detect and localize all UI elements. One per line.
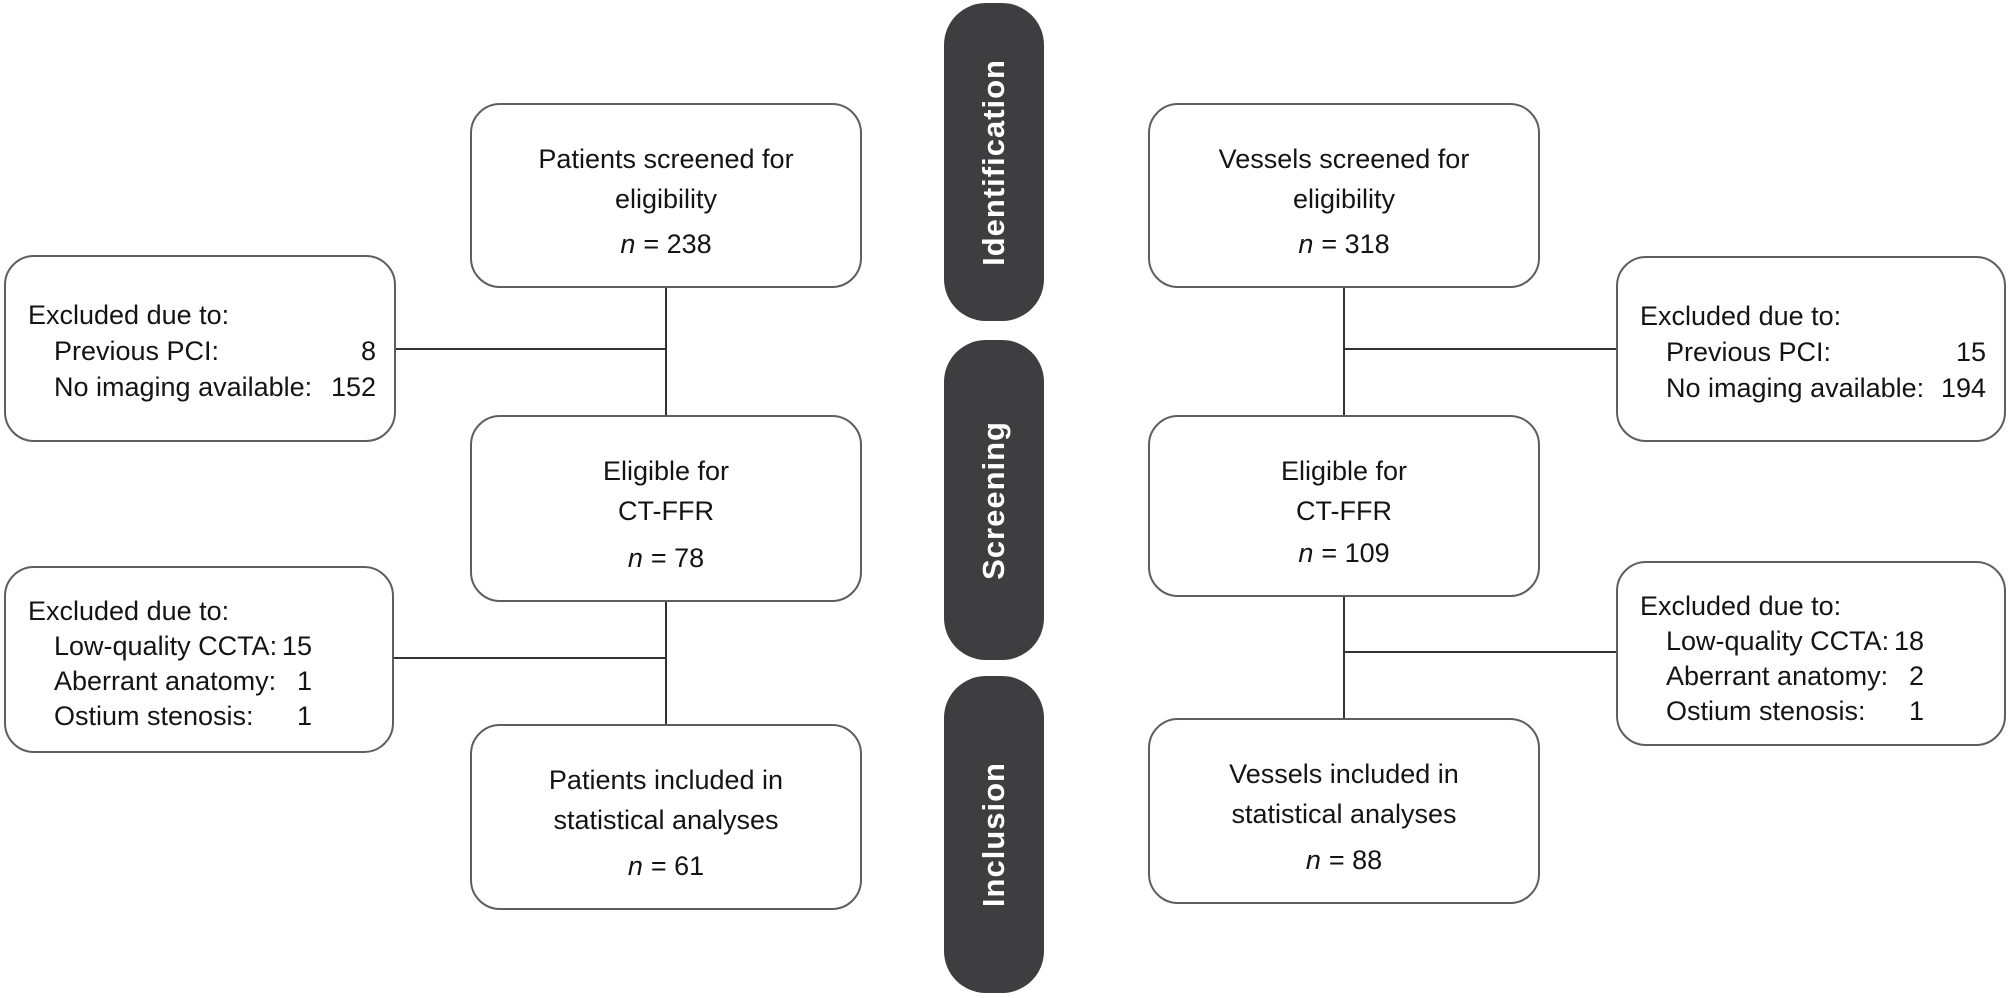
exclusion-item: Previous PCI: 15 xyxy=(1640,334,1986,370)
n-value: = 238 xyxy=(643,229,712,259)
vessels-included-box: Vessels included in statistical analyses… xyxy=(1148,718,1540,904)
exclusion-item: Previous PCI: 8 xyxy=(28,333,376,369)
n-symbol: n xyxy=(627,543,643,573)
vessels-eligible-label-line2: CT-FFR xyxy=(1296,496,1392,526)
vessels-screened-box: Vessels screened for eligibility n= 318 xyxy=(1148,103,1540,288)
patients-screened-count: n= 238 xyxy=(620,224,711,264)
connector-vessels-excluded1 xyxy=(1343,348,1618,350)
vessels-included-label-line1: Vessels included in xyxy=(1229,759,1459,789)
patients-excluded2-box: Excluded due to: Low-quality CCTA: 15 Ab… xyxy=(4,566,394,753)
exclusion-item-value: 1 xyxy=(296,701,312,731)
n-value: = 318 xyxy=(1321,229,1390,259)
patients-included-box: Patients included in statistical analyse… xyxy=(470,724,862,910)
vessels-excluded1-box: Excluded due to: Previous PCI: 15 No ima… xyxy=(1616,256,2006,442)
exclusion-item-value: 15 xyxy=(1955,337,1986,367)
vessels-eligible-label-line1: Eligible for xyxy=(1280,456,1408,486)
patients-eligible-box: Eligible for CT-FFR n= 78 xyxy=(470,415,862,602)
exclusion-item: Aberrant anatomy: 1 xyxy=(28,664,374,699)
exclusion-title: Excluded due to: xyxy=(28,300,230,330)
n-value: = 88 xyxy=(1328,845,1383,875)
vessels-included-label-line2: statistical analyses xyxy=(1231,799,1457,829)
exclusion-item-label: Ostium stenosis: xyxy=(1666,696,1866,726)
exclusion-item: Low-quality CCTA: 18 xyxy=(1640,624,1986,659)
exclusion-item-value: 1 xyxy=(296,666,312,696)
vessels-excluded2-box: Excluded due to: Low-quality CCTA: 18 Ab… xyxy=(1616,561,2006,746)
exclusion-item-label: Ostium stenosis: xyxy=(54,701,254,731)
exclusion-item-label: Low-quality CCTA: xyxy=(1666,626,1890,656)
patients-eligible-count: n= 78 xyxy=(628,538,704,578)
stage-pill-screening: Screening xyxy=(944,340,1044,660)
exclusion-item-value: 1 xyxy=(1908,696,1924,726)
patients-included-label-line1: Patients included in xyxy=(548,765,784,795)
vessels-screened-count: n= 318 xyxy=(1298,224,1389,264)
exclusion-item-label: No imaging available: xyxy=(54,372,313,402)
exclusion-title: Excluded due to: xyxy=(1640,301,1842,331)
exclusion-item-label: Previous PCI: xyxy=(54,336,220,366)
connector-vessels-screened-to-eligible xyxy=(1343,288,1345,416)
patients-included-label-line2: statistical analyses xyxy=(553,805,779,835)
n-value: = 78 xyxy=(650,543,705,573)
patients-screened-box: Patients screened for eligibility n= 238 xyxy=(470,103,862,288)
exclusion-item: No imaging available: 152 xyxy=(28,369,376,405)
patients-excluded1-box: Excluded due to: Previous PCI: 8 No imag… xyxy=(4,255,396,442)
exclusion-item: No imaging available: 194 xyxy=(1640,370,1986,406)
exclusion-item-value: 15 xyxy=(281,631,312,661)
stage-label-identification: Identification xyxy=(976,58,1011,266)
exclusion-item-label: Aberrant anatomy: xyxy=(54,666,277,696)
exclusion-item-label: No imaging available: xyxy=(1666,373,1925,403)
n-symbol: n xyxy=(1298,229,1314,259)
connector-patients-screened-to-eligible xyxy=(665,288,667,416)
connector-patients-eligible-to-included xyxy=(665,601,667,725)
n-symbol: n xyxy=(627,851,643,881)
connector-vessels-eligible-to-included xyxy=(1343,596,1345,719)
connector-patients-excluded2 xyxy=(392,657,667,659)
exclusion-item-value: 8 xyxy=(360,336,376,366)
connector-patients-excluded1 xyxy=(396,348,667,350)
vessels-included-count: n= 88 xyxy=(1306,840,1382,880)
stage-label-inclusion: Inclusion xyxy=(976,761,1011,908)
vessels-screened-label-line1: Vessels screened for xyxy=(1218,144,1470,174)
patients-included-count: n= 61 xyxy=(628,846,704,886)
exclusion-item-label: Low-quality CCTA: xyxy=(54,631,278,661)
exclusion-title: Excluded due to: xyxy=(1640,591,1842,621)
vessels-eligible-count: n= 109 xyxy=(1298,533,1389,573)
exclusion-item-label: Aberrant anatomy: xyxy=(1666,661,1889,691)
exclusion-item-value: 18 xyxy=(1893,626,1924,656)
patients-eligible-label-line1: Eligible for xyxy=(602,456,730,486)
stage-pill-inclusion: Inclusion xyxy=(944,676,1044,993)
exclusion-item-value: 152 xyxy=(330,372,376,402)
patients-screened-label-line1: Patients screened for xyxy=(538,144,794,174)
vessels-screened-label-line2: eligibility xyxy=(1292,184,1396,214)
n-value: = 109 xyxy=(1321,538,1390,568)
stage-pill-identification: Identification xyxy=(944,3,1044,321)
patients-eligible-label-line2: CT-FFR xyxy=(618,496,714,526)
exclusion-item-label: Previous PCI: xyxy=(1666,337,1832,367)
exclusion-item: Aberrant anatomy: 2 xyxy=(1640,659,1986,694)
exclusion-item-value: 194 xyxy=(1940,373,1986,403)
stage-label-screening: Screening xyxy=(976,420,1011,580)
n-symbol: n xyxy=(620,229,636,259)
exclusion-item-value: 2 xyxy=(1908,661,1924,691)
connector-vessels-excluded2 xyxy=(1343,651,1618,653)
exclusion-item: Ostium stenosis: 1 xyxy=(1640,694,1986,729)
vessels-eligible-box: Eligible for CT-FFR n= 109 xyxy=(1148,415,1540,597)
n-symbol: n xyxy=(1298,538,1314,568)
exclusion-item: Ostium stenosis: 1 xyxy=(28,699,374,734)
exclusion-item: Low-quality CCTA: 15 xyxy=(28,629,374,664)
exclusion-title: Excluded due to: xyxy=(28,596,230,626)
n-value: = 61 xyxy=(650,851,705,881)
n-symbol: n xyxy=(1305,845,1321,875)
patients-screened-label-line2: eligibility xyxy=(614,184,718,214)
